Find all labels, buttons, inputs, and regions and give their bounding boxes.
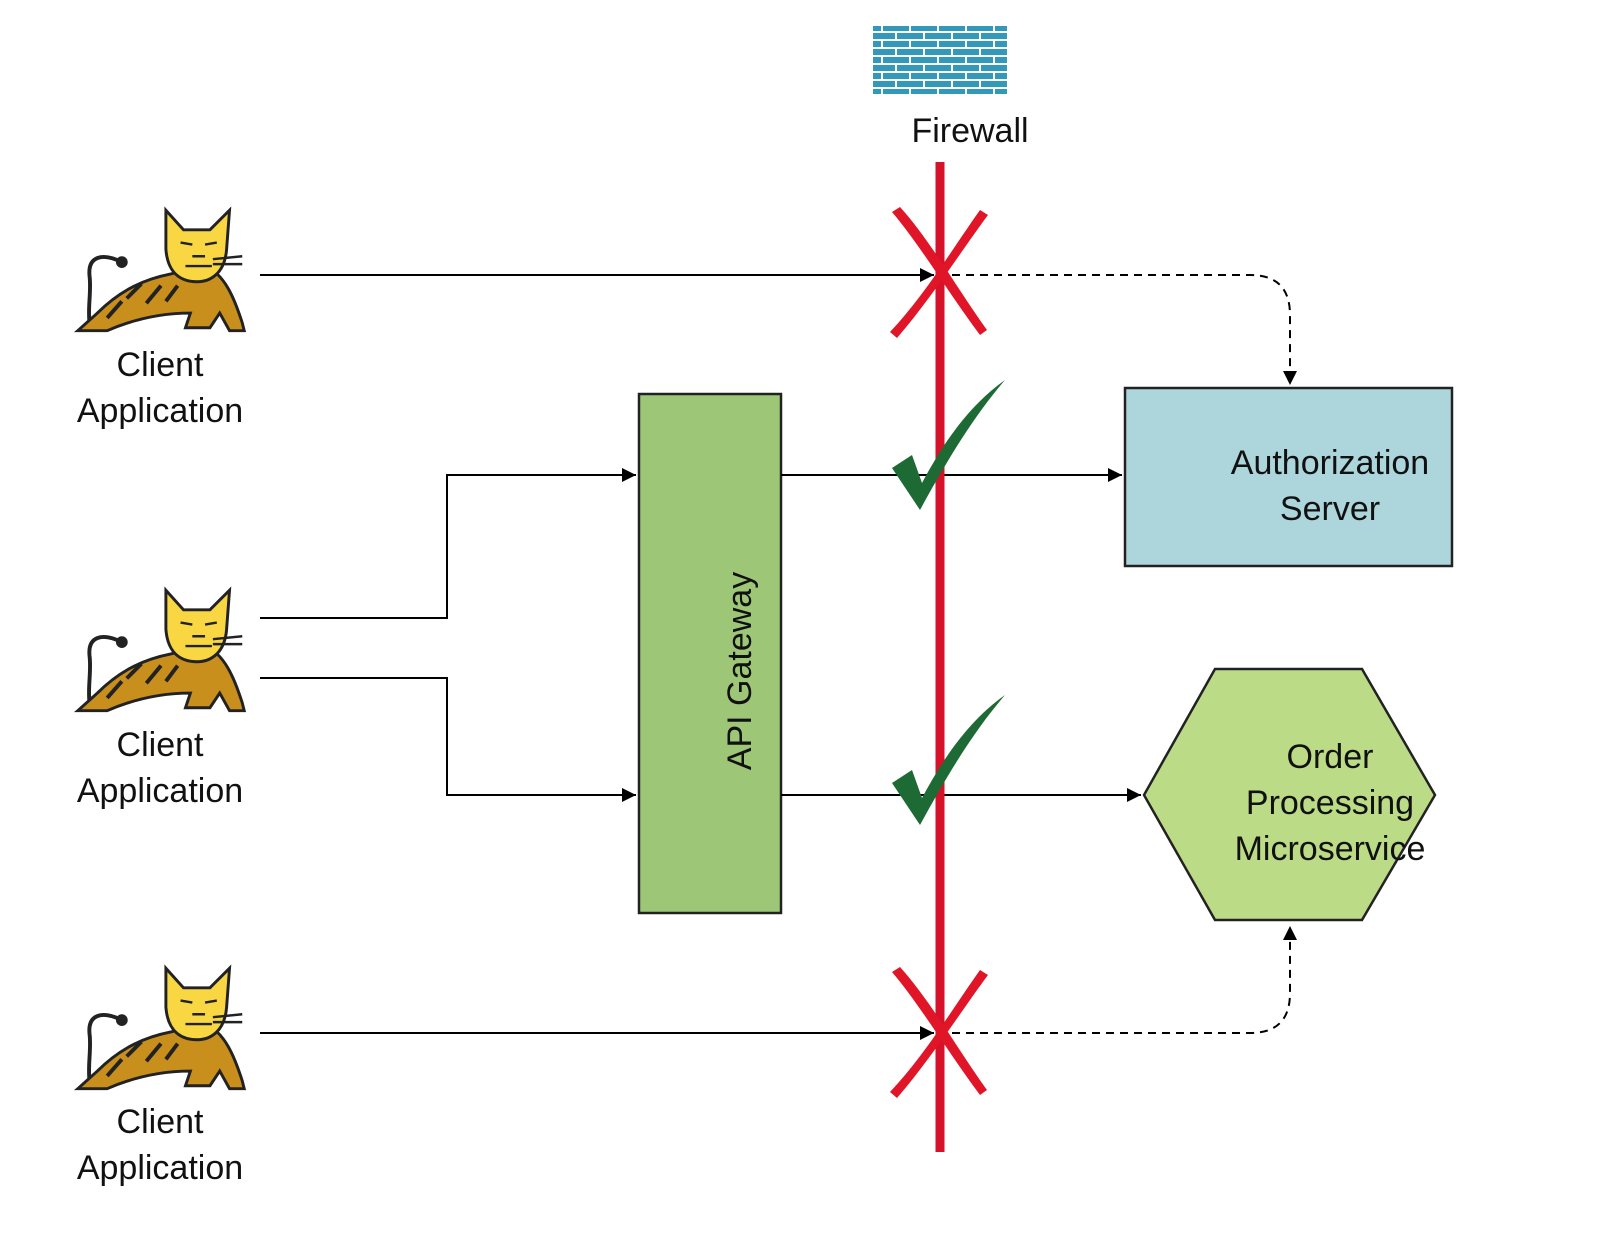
order-processing-microservice-label: Order Processing Microservice xyxy=(1234,738,1426,868)
api-gateway-box[interactable] xyxy=(637,392,783,915)
client-application-label: Client Application xyxy=(76,726,244,810)
client-application-label: Client Application xyxy=(76,346,244,430)
blocked-x-icon xyxy=(890,207,988,338)
check-icon xyxy=(892,380,1005,510)
client-to-gateway-arrow xyxy=(260,677,636,802)
client-application-label: Client Application xyxy=(76,1103,244,1187)
brick-wall-icon xyxy=(873,26,1007,94)
tomcat-icon xyxy=(75,208,247,333)
tomcat-icon xyxy=(75,588,247,713)
order-processing-microservice-hexagon[interactable] xyxy=(1142,667,1437,922)
tomcat-icon xyxy=(75,966,247,1091)
blocked-path-to-order-service xyxy=(938,926,1297,1034)
blocked-x-icon xyxy=(890,967,988,1098)
client-to-gateway-arrow xyxy=(260,468,636,619)
authorization-server-label: Authorization Server xyxy=(1230,444,1430,528)
blocked-path-to-auth-server xyxy=(938,274,1297,385)
authorization-server-box[interactable] xyxy=(1123,386,1454,568)
firewall-label: Firewall xyxy=(911,112,1029,150)
check-icon xyxy=(892,695,1005,825)
api-gateway-label: API Gateway xyxy=(721,571,759,771)
